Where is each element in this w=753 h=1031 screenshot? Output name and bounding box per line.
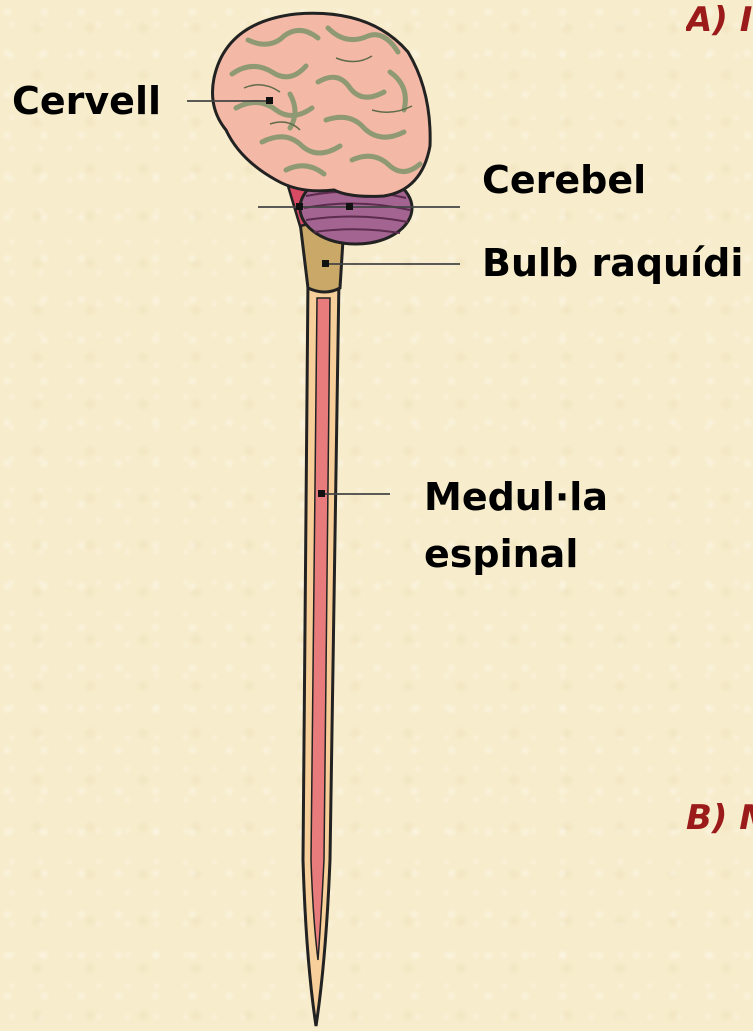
section-b-heading: B) M (686, 798, 753, 838)
bulb-raquidi-label: Bulb raquídi (482, 240, 743, 286)
cerebel-label: Cerebel (482, 157, 646, 203)
medulla-label-line2: espinal (424, 531, 578, 577)
section-a-heading: A) I (686, 0, 753, 40)
spinal-cord (303, 278, 339, 1026)
cervell-label: Cervell (12, 78, 161, 124)
medulla-label-line1: Medul·la (424, 474, 608, 520)
cerebrum (213, 13, 431, 196)
